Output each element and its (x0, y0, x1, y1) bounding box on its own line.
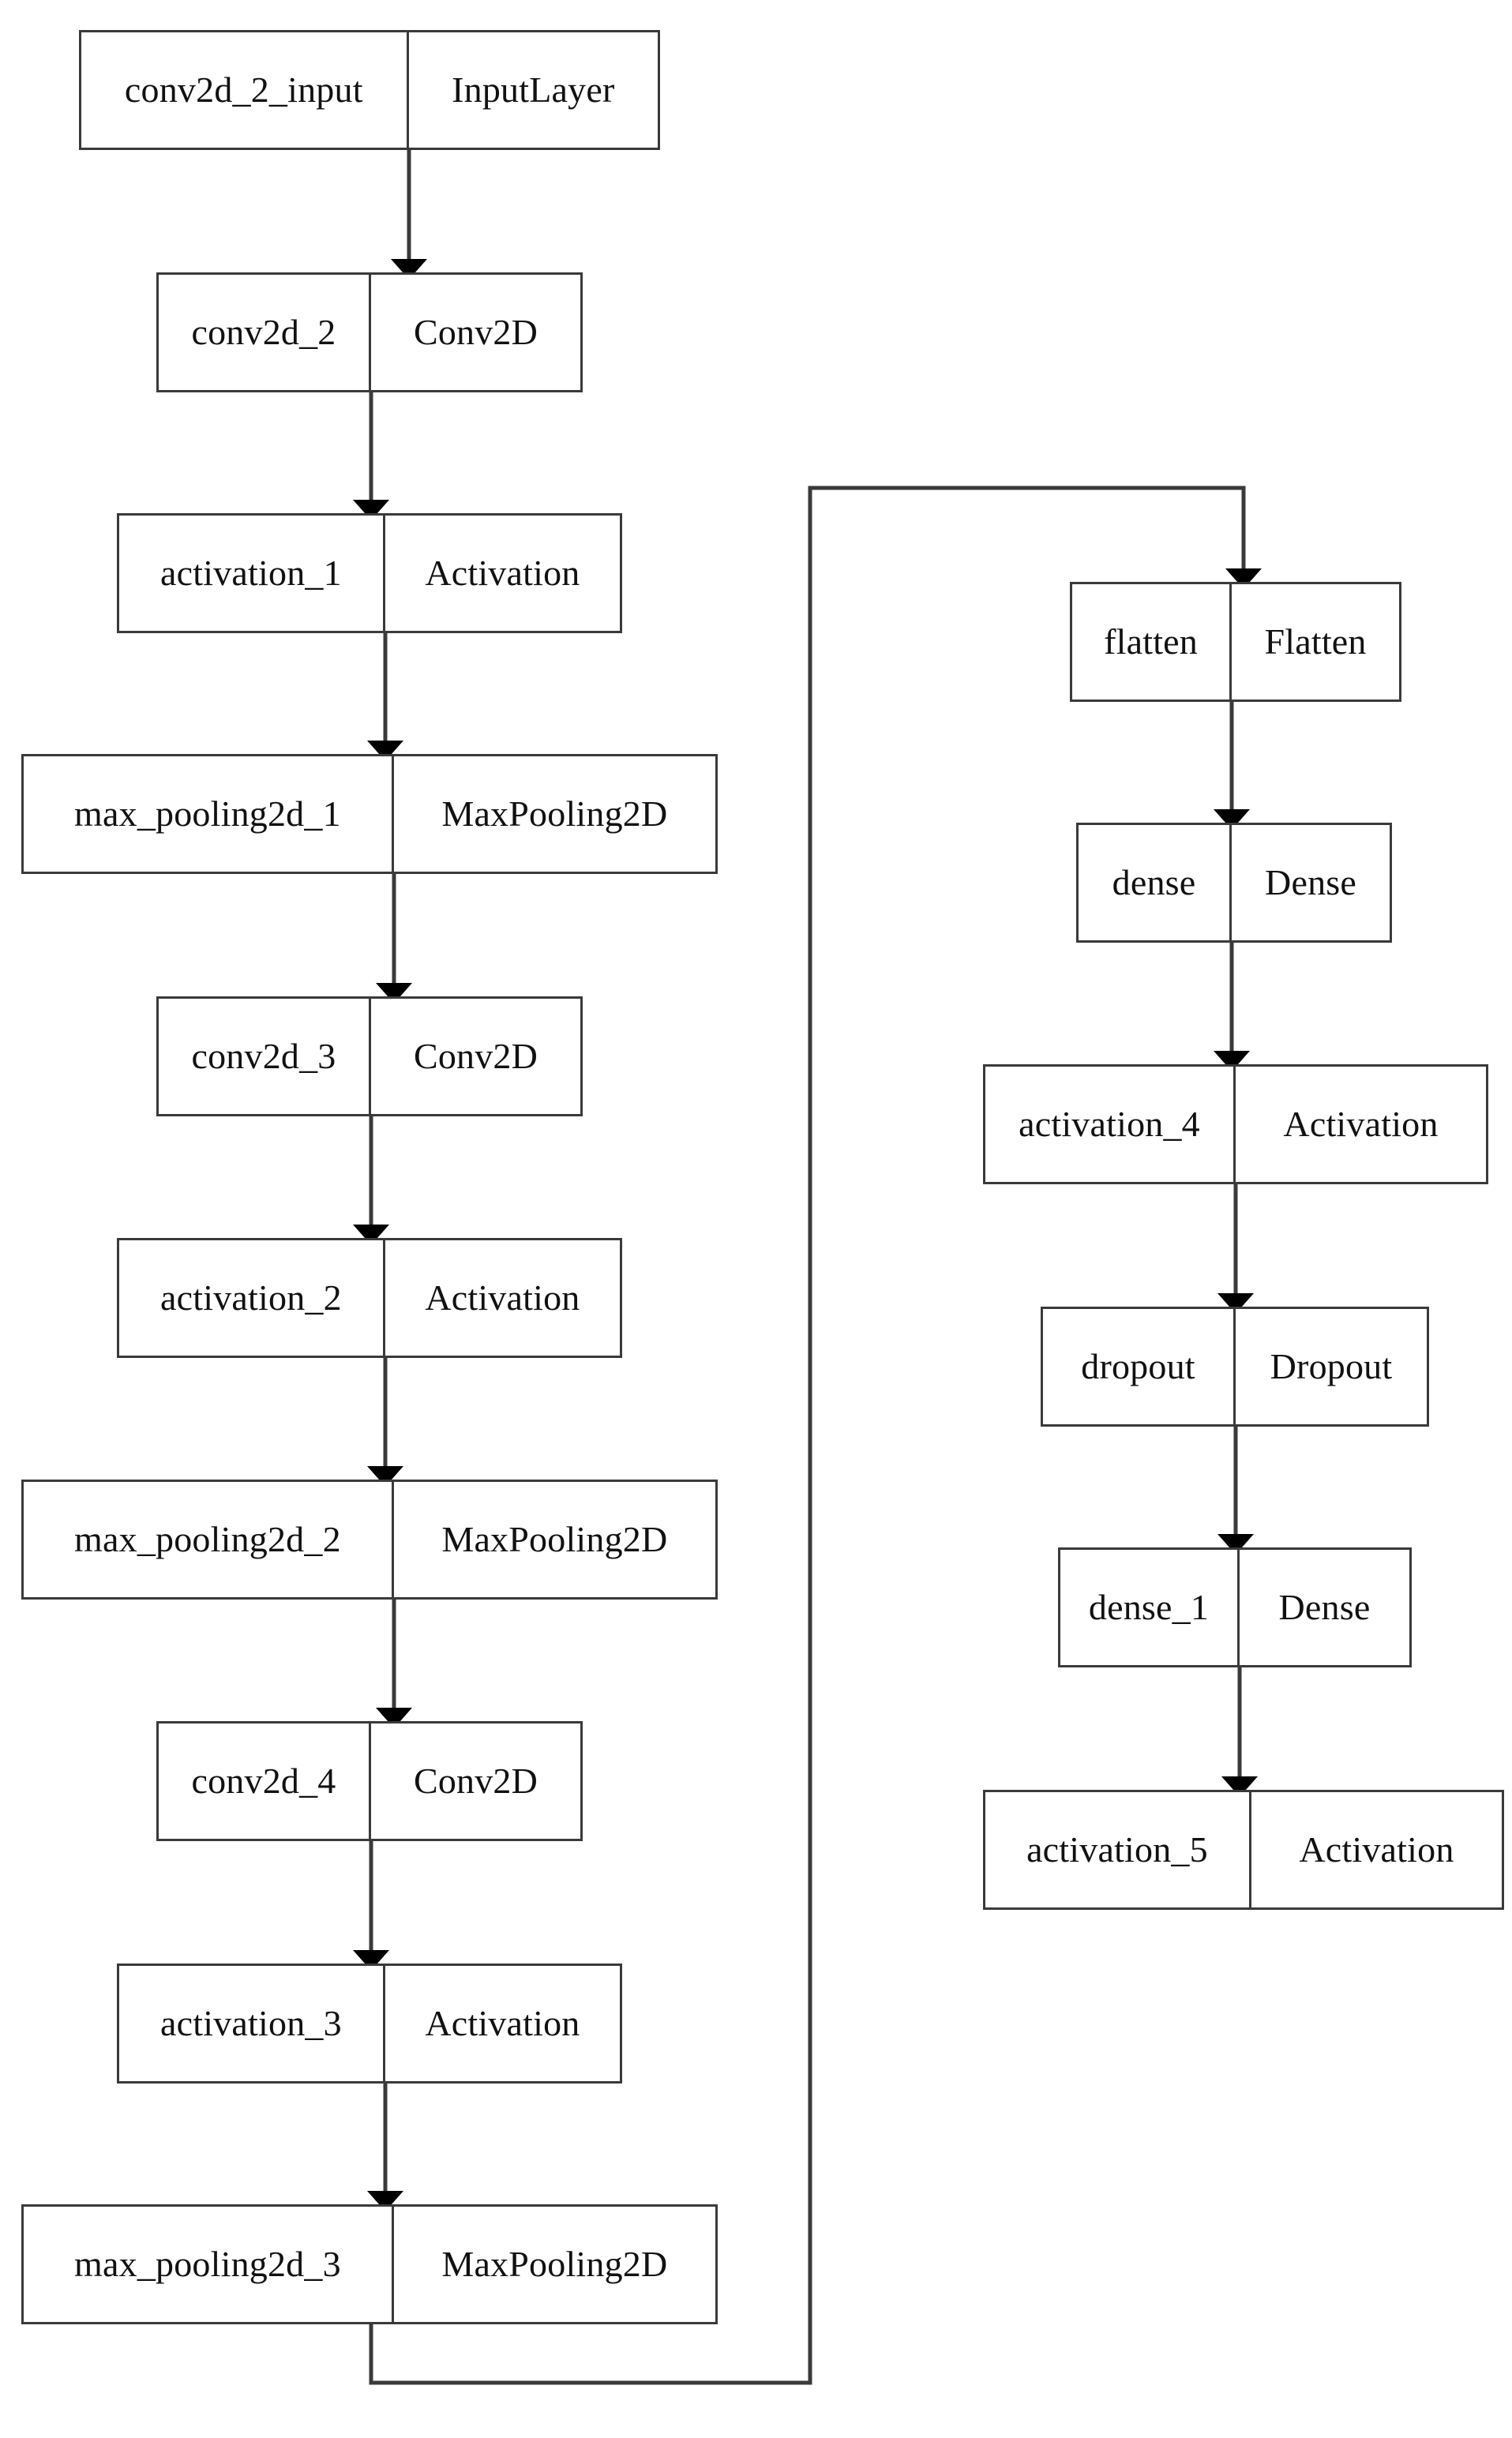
node-activation_2[interactable]: activation_2 Activation (117, 1238, 622, 1358)
node-max_pooling2d_3[interactable]: max_pooling2d_3 MaxPooling2D (21, 2204, 718, 2324)
node-type-label: Activation (1299, 1829, 1454, 1870)
node-type-label: Dense (1265, 862, 1357, 902)
node-conv2d_2[interactable]: conv2d_2 Conv2D (156, 272, 583, 392)
node-type-label: MaxPooling2D (441, 793, 668, 834)
node-name-label: activation_2 (119, 1240, 385, 1356)
node-type-label: Activation (425, 553, 580, 593)
node-conv2d_2_input[interactable]: conv2d_2_input InputLayer (79, 30, 660, 150)
node-type-label: Dropout (1270, 1346, 1393, 1386)
node-dense[interactable]: dense Dense (1076, 823, 1392, 943)
node-name-label: max_pooling2d_3 (24, 2207, 394, 2322)
node-name-label: activation_4 (985, 1067, 1236, 1182)
node-type-label: Activation (425, 1277, 580, 1318)
node-activation_4[interactable]: activation_4 Activation (983, 1064, 1488, 1184)
node-name-label: flatten (1072, 584, 1232, 700)
node-name-label: max_pooling2d_2 (24, 1482, 394, 1597)
node-type-label: MaxPooling2D (441, 1519, 668, 1559)
node-type-label: Activation (1283, 1104, 1439, 1144)
node-name-label: dense_1 (1060, 1550, 1240, 1665)
node-type-label: Conv2D (413, 1761, 538, 1801)
node-name-label: activation_3 (119, 1966, 385, 2081)
node-activation_1[interactable]: activation_1 Activation (117, 513, 622, 633)
node-name-label: conv2d_3 (159, 999, 371, 1114)
node-conv2d_4[interactable]: conv2d_4 Conv2D (156, 1721, 583, 1841)
node-type-label: Activation (425, 2003, 580, 2043)
node-name-label: max_pooling2d_1 (24, 756, 394, 872)
node-name-label: activation_5 (985, 1792, 1251, 1907)
node-conv2d_3[interactable]: conv2d_3 Conv2D (156, 996, 583, 1116)
node-activation_3[interactable]: activation_3 Activation (117, 1964, 622, 2084)
node-dense_1[interactable]: dense_1 Dense (1058, 1547, 1412, 1667)
node-dropout[interactable]: dropout Dropout (1041, 1307, 1429, 1427)
node-max_pooling2d_1[interactable]: max_pooling2d_1 MaxPooling2D (21, 754, 718, 874)
node-name-label: dropout (1043, 1309, 1236, 1424)
node-type-label: Conv2D (413, 1036, 538, 1076)
node-name-label: dense (1079, 825, 1232, 940)
node-type-label: Conv2D (413, 312, 538, 352)
node-flatten[interactable]: flatten Flatten (1070, 582, 1401, 702)
node-max_pooling2d_2[interactable]: max_pooling2d_2 MaxPooling2D (21, 1480, 718, 1600)
node-name-label: activation_1 (119, 516, 385, 631)
node-type-label: Dense (1278, 1587, 1371, 1627)
node-type-label: InputLayer (452, 69, 615, 110)
node-activation_5[interactable]: activation_5 Activation (983, 1790, 1504, 1910)
node-type-label: Flatten (1264, 621, 1367, 662)
node-name-label: conv2d_2 (159, 275, 371, 390)
node-name-label: conv2d_2_input (81, 32, 409, 148)
node-type-label: MaxPooling2D (441, 2244, 668, 2284)
node-name-label: conv2d_4 (159, 1723, 371, 1839)
